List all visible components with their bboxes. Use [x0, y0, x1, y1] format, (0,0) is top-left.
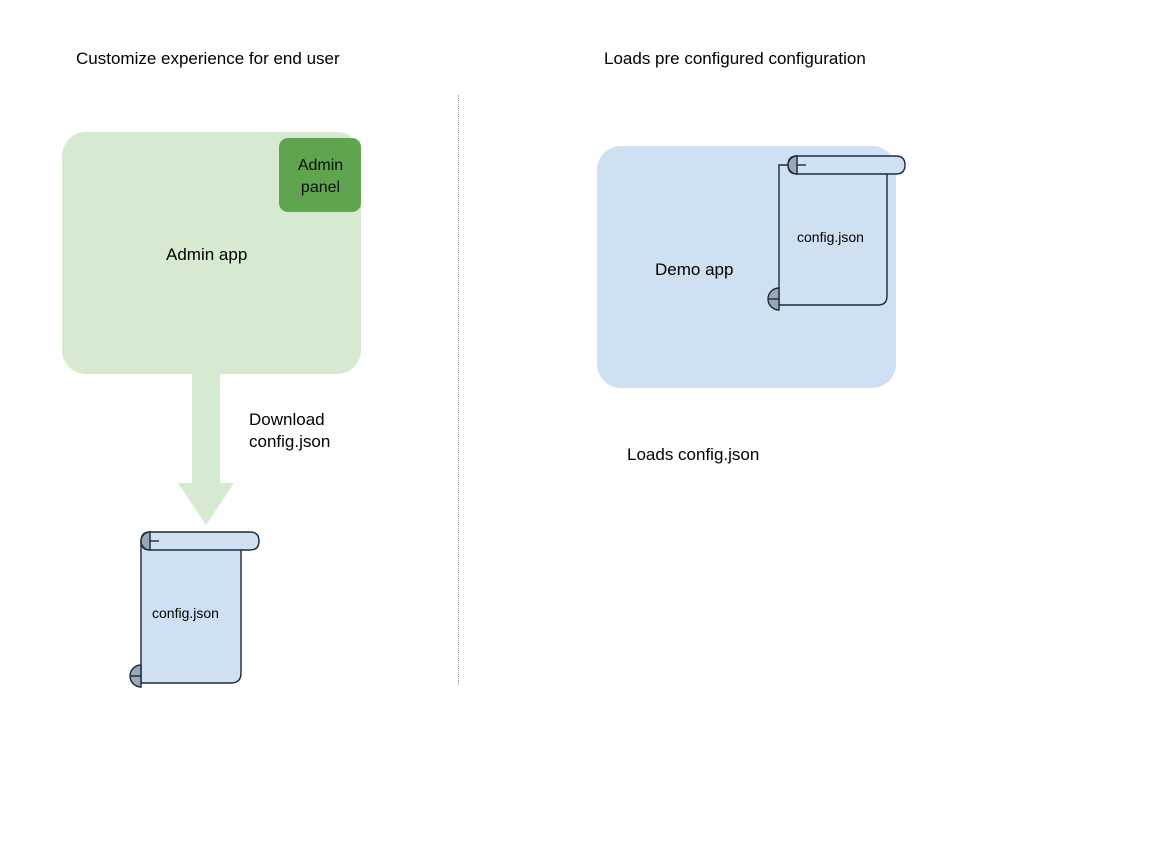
left-document-top-curl	[140, 531, 151, 551]
demo-app-box[interactable]	[597, 146, 896, 388]
left-document-label: config.json	[152, 605, 219, 621]
demo-app-label: Demo app	[655, 260, 734, 279]
admin-panel-box[interactable]	[279, 138, 361, 212]
left-section-title: Customize experience for end user	[76, 49, 340, 68]
right-document-label: config.json	[797, 229, 864, 245]
right-section-title: Loads pre configured configuration	[604, 49, 866, 68]
left-document-bottom-curl	[129, 664, 142, 688]
download-arrow	[178, 370, 234, 525]
admin-panel-label-line2: panel	[300, 179, 341, 196]
admin-app-label: Admin app	[166, 245, 248, 264]
download-arrow-label-line2: config.json	[249, 432, 331, 451]
admin-panel-label-line1: Admin	[297, 157, 344, 174]
loads-config-caption: Loads config.json	[627, 445, 760, 464]
download-arrow-label: Download config.json	[249, 409, 330, 453]
left-document-top-roll	[140, 531, 260, 551]
admin-panel-label: Admin panel	[281, 155, 360, 199]
download-arrow-shape	[178, 370, 234, 525]
section-divider	[458, 95, 459, 685]
download-arrow-label-line1: Download	[249, 410, 325, 429]
